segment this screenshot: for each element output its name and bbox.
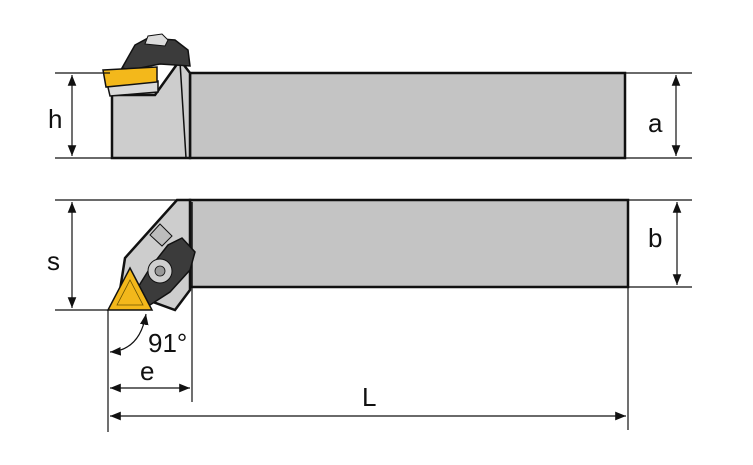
side-view bbox=[102, 33, 627, 160]
insert-side bbox=[102, 66, 158, 88]
insert-top bbox=[106, 266, 154, 311]
label-e: e bbox=[140, 356, 154, 386]
shank-top bbox=[188, 198, 630, 289]
shank-side bbox=[188, 71, 627, 160]
dimension-h: h bbox=[48, 72, 112, 159]
dimension-b: b bbox=[628, 199, 692, 288]
label-L: L bbox=[362, 382, 376, 412]
top-view bbox=[106, 198, 630, 312]
dimension-e: e bbox=[107, 287, 193, 432]
dimension-angle: 91° bbox=[109, 313, 187, 358]
label-h: h bbox=[48, 104, 62, 134]
clamp-screw-side bbox=[144, 33, 169, 47]
dimension-a: a bbox=[625, 72, 692, 159]
label-s: s bbox=[47, 246, 60, 276]
label-a: a bbox=[648, 108, 663, 138]
label-angle: 91° bbox=[148, 328, 187, 358]
dimension-L: L bbox=[110, 287, 629, 430]
label-b: b bbox=[648, 223, 662, 253]
dimension-s: s bbox=[47, 199, 188, 311]
